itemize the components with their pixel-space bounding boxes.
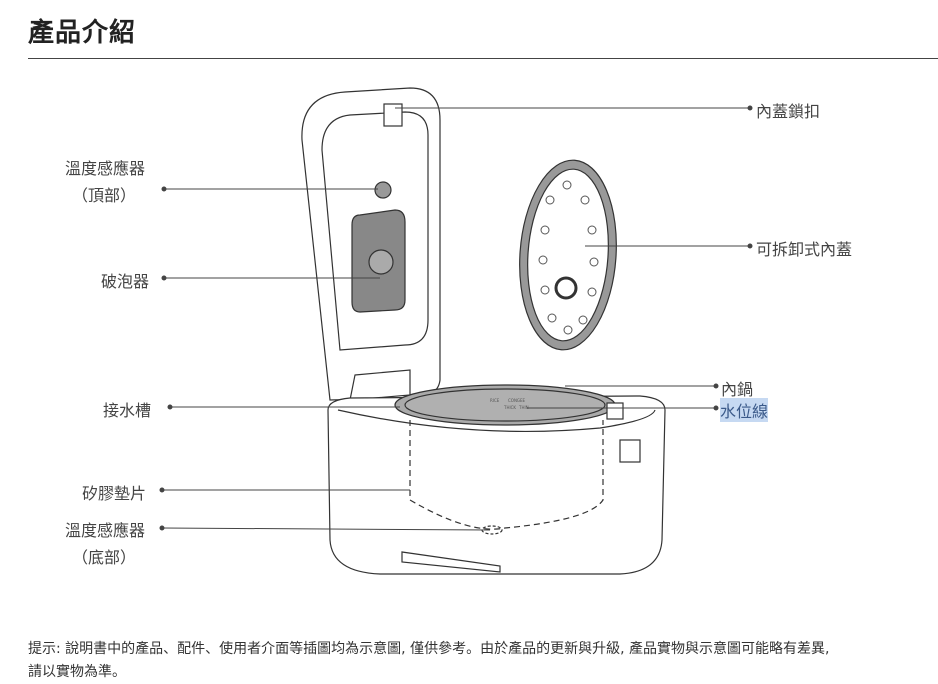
divider [28,58,938,59]
lid-inner-panel [321,111,429,351]
label-bottom-sensor-sub: （底部） [72,548,137,567]
page-title: 產品介紹 [28,18,137,48]
note-line-1: 提示: 說明書中的產品、配件、使用者介面等插圖均為示意圖, 僅供參考。由於產品的… [28,641,830,657]
marking-thin: THIN [518,405,529,410]
marking-rice: RICE [490,398,500,403]
label-lid-lock: 內蓋鎖扣 [756,102,821,121]
label-bottom-sensor: 溫度感應器 [65,521,146,540]
label-drip-tray: 接水槽 [103,401,152,420]
marking-thick: THICK [503,405,516,410]
note-line-2: 請以實物為準。 [28,664,126,680]
note: 提示: 說明書中的產品、配件、使用者介面等插圖均為示意圖, 僅供參考。由於產品的… [28,638,933,684]
label-removable-lid: 可拆卸式內蓋 [756,240,853,259]
label-foam-breaker: 破泡器 [101,272,150,291]
leader-lines [159,105,753,531]
label-top-sensor-sub: （頂部） [72,186,137,205]
label-inner-pot: 內鍋 [721,380,754,399]
marking-congee: CONGEE [508,398,526,403]
label-gasket: 矽膠墊片 [82,484,147,503]
label-water-line: 水位線 [720,398,769,422]
label-top-sensor: 溫度感應器 [65,159,146,178]
